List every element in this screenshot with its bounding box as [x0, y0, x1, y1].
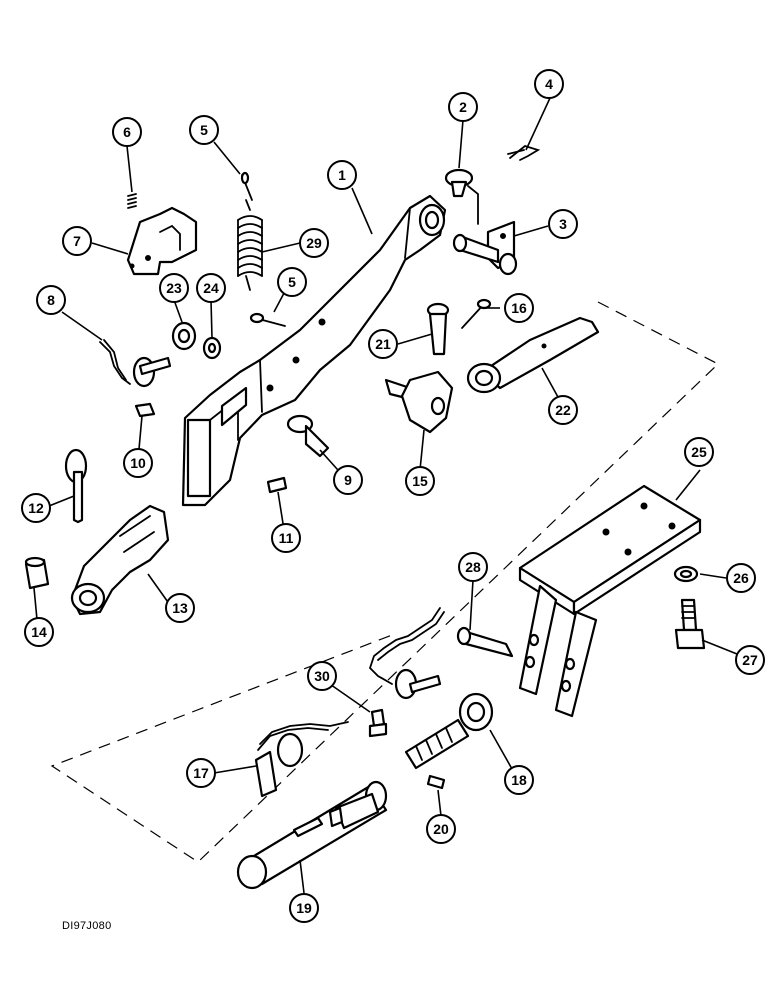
- dashed-boundary: [50, 301, 720, 863]
- callout-14: 14: [24, 617, 54, 647]
- svg-text:26: 26: [733, 570, 749, 586]
- washer-26: [673, 565, 699, 583]
- callout-17: 17: [186, 758, 216, 788]
- lynch-pin-12: [64, 448, 88, 524]
- svg-text:30: 30: [314, 668, 330, 684]
- svg-text:5: 5: [288, 274, 296, 290]
- svg-text:14: 14: [31, 624, 47, 640]
- latch-7: [126, 206, 198, 276]
- bracket-3: [452, 185, 518, 276]
- svg-text:10: 10: [130, 455, 146, 471]
- svg-text:23: 23: [166, 280, 182, 296]
- svg-text:1: 1: [338, 167, 346, 183]
- callout-22: 22: [548, 395, 578, 425]
- svg-text:2: 2: [459, 99, 467, 115]
- svg-text:28: 28: [465, 559, 481, 575]
- chain-pin-8: [99, 339, 172, 388]
- svg-text:20: 20: [433, 821, 449, 837]
- svg-text:21: 21: [375, 336, 391, 352]
- svg-text:8: 8: [47, 292, 55, 308]
- small-spring-6: [127, 193, 137, 209]
- roll-pin-10: [134, 402, 156, 418]
- callout-29: 29: [299, 228, 329, 258]
- svg-text:29: 29: [306, 235, 322, 251]
- callout-7: 7: [62, 226, 92, 256]
- chain-pin-17: [254, 721, 349, 798]
- cotter-pin-5a: [240, 171, 253, 201]
- callout-2: 2: [448, 92, 478, 122]
- roll-pin-20: [426, 774, 446, 790]
- callout-4: 4: [534, 69, 564, 99]
- callout-16: 16: [504, 293, 534, 323]
- callout-21: 21: [368, 329, 398, 359]
- cotter-pin-16: [461, 298, 492, 329]
- grease-nipple-30: [368, 708, 388, 738]
- cotter-pin-5b: [249, 312, 286, 327]
- link-tube-22: [466, 316, 600, 394]
- leader-lines: [33, 97, 743, 894]
- callout-13: 13: [165, 593, 195, 623]
- callout-9: 9: [333, 465, 363, 495]
- callout-27: 27: [735, 645, 765, 675]
- callout-24: 24: [196, 273, 226, 303]
- callout-26: 26: [726, 563, 756, 593]
- svg-text:7: 7: [73, 233, 81, 249]
- bracket-25: [518, 484, 702, 718]
- callout-3: 3: [548, 209, 578, 239]
- callout-1: 1: [327, 160, 357, 190]
- svg-text:11: 11: [279, 530, 294, 546]
- nut-23: [171, 321, 197, 351]
- hook-end-13: [70, 504, 170, 616]
- callout-28: 28: [458, 552, 488, 582]
- chain-pin-28: [368, 607, 514, 700]
- callout-23: 23: [159, 273, 189, 303]
- svg-text:13: 13: [172, 600, 188, 616]
- svg-text:18: 18: [511, 772, 527, 788]
- callout-15: 15: [405, 466, 435, 496]
- svg-text:12: 12: [28, 500, 44, 516]
- callout-8: 8: [36, 285, 66, 315]
- svg-text:22: 22: [555, 402, 571, 418]
- callout-10: 10: [123, 448, 153, 478]
- clevis-15: [384, 370, 454, 434]
- roll-pin-11: [266, 476, 288, 494]
- svg-text:16: 16: [511, 300, 527, 316]
- svg-text:17: 17: [193, 765, 209, 781]
- rod-end-18: [404, 692, 494, 770]
- clevis-pin-9: [286, 414, 330, 458]
- callout-30: 30: [307, 661, 337, 691]
- svg-text:25: 25: [691, 444, 707, 460]
- callout-5b: 5: [277, 267, 307, 297]
- svg-text:3: 3: [559, 216, 567, 232]
- svg-text:6: 6: [123, 124, 131, 140]
- spring-29: [237, 199, 263, 291]
- callout-11: 11: [271, 523, 301, 553]
- callout-5a: 5: [189, 115, 219, 145]
- pin-2: [444, 168, 474, 198]
- callout-6: 6: [112, 117, 142, 147]
- lower-link-arm: [181, 194, 447, 507]
- washer-24: [202, 336, 222, 360]
- bushing-14: [24, 556, 50, 590]
- drawing-code: DI97J080: [62, 920, 112, 932]
- svg-text:4: 4: [545, 76, 553, 92]
- callout-20: 20: [426, 814, 456, 844]
- svg-text:15: 15: [412, 473, 428, 489]
- bolt-27: [674, 598, 706, 650]
- callout-18: 18: [504, 765, 534, 795]
- callout-25: 25: [684, 437, 714, 467]
- cross-shaft-19: [236, 780, 388, 890]
- svg-text:24: 24: [203, 280, 219, 296]
- svg-text:9: 9: [344, 472, 352, 488]
- clip-4: [507, 144, 541, 161]
- svg-text:5: 5: [200, 122, 208, 138]
- svg-text:27: 27: [742, 652, 758, 668]
- svg-text:19: 19: [296, 900, 312, 916]
- pin-21: [426, 302, 450, 356]
- callout-12: 12: [21, 493, 51, 523]
- callout-19: 19: [289, 893, 319, 923]
